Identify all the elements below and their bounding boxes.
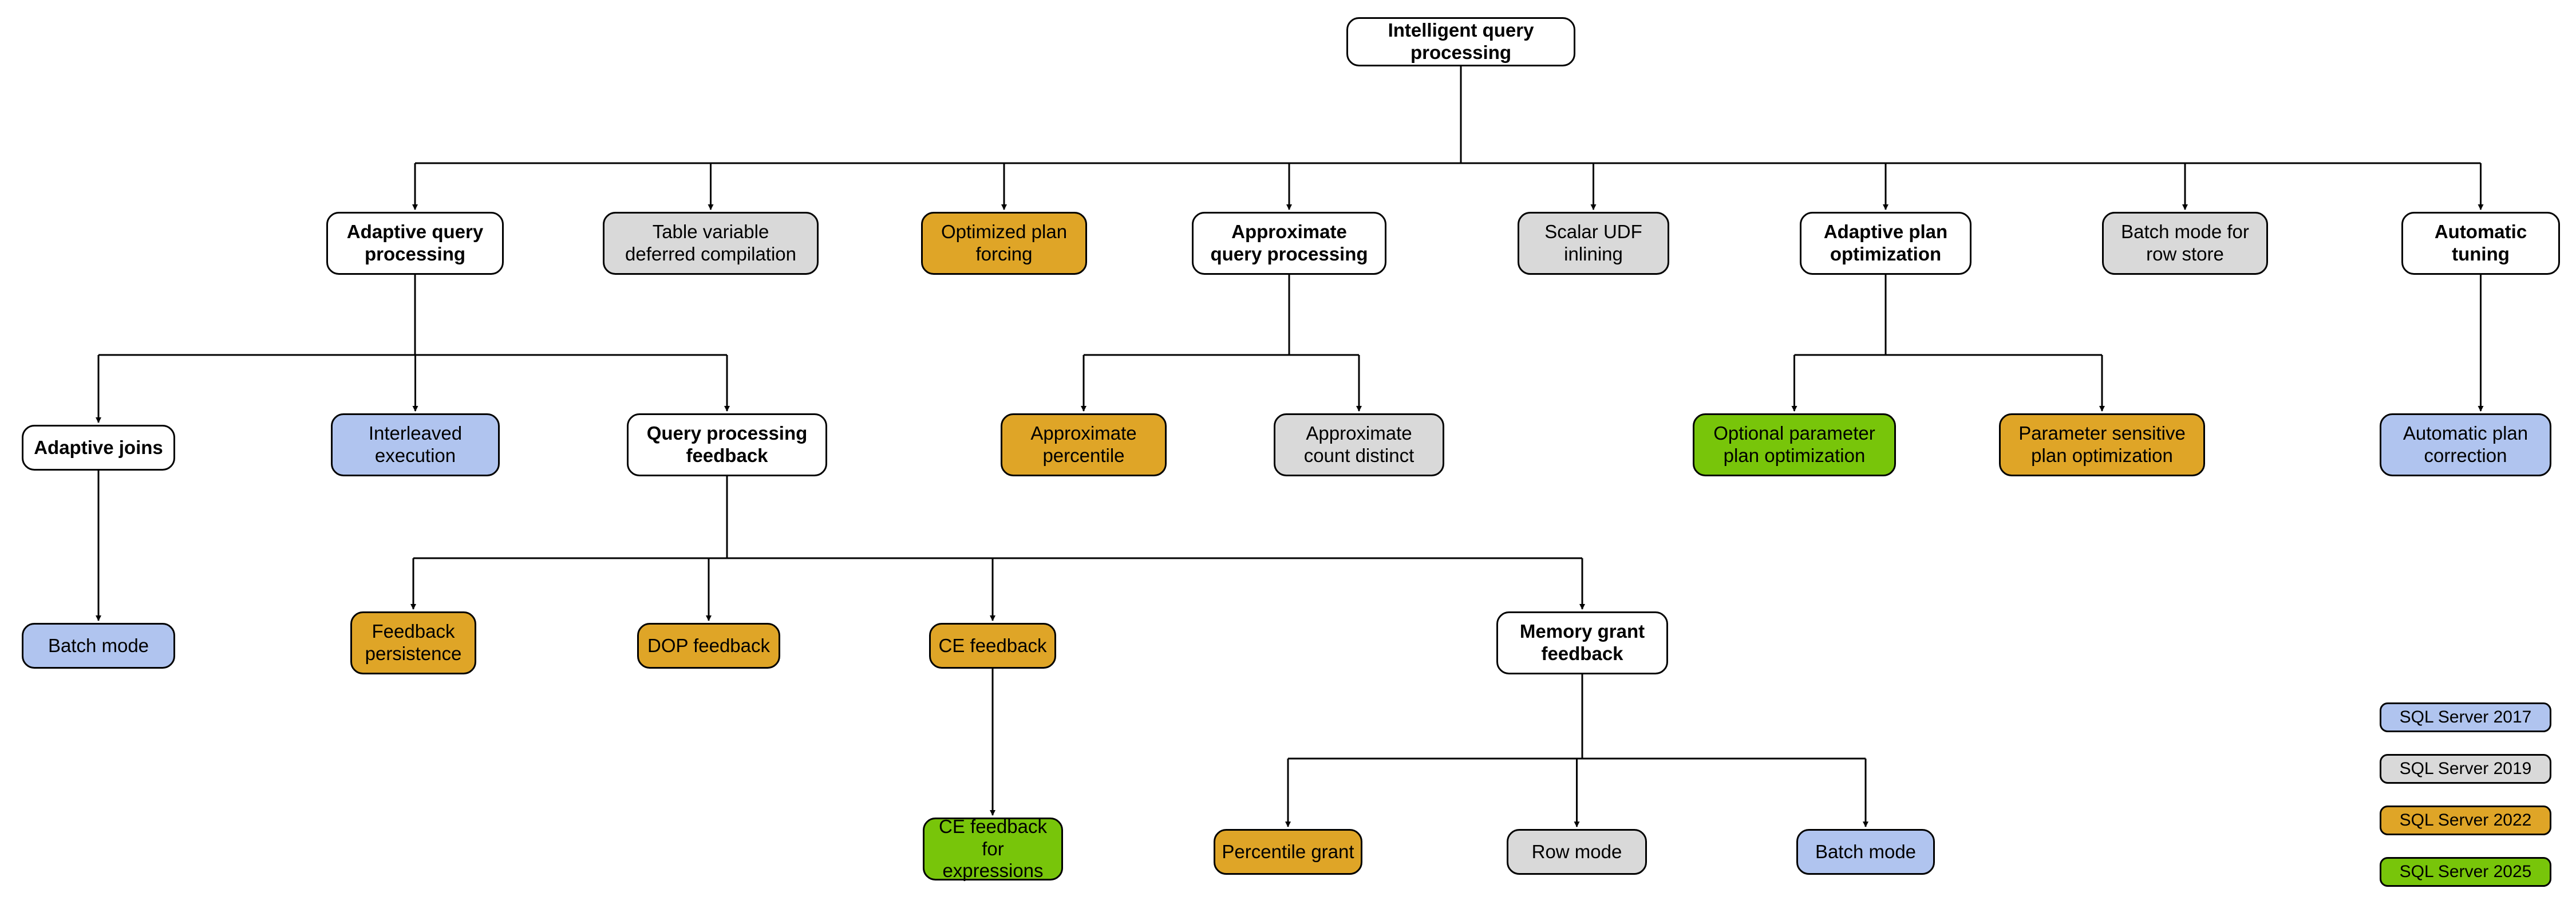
- node-ilexec[interactable]: Interleaved execution: [331, 413, 500, 476]
- node-sudf[interactable]: Scalar UDF inlining: [1518, 212, 1669, 275]
- legend-item-sql-server-2025: SQL Server 2025: [2380, 857, 2551, 887]
- node-apq[interactable]: Approximate query processing: [1192, 212, 1386, 275]
- node-tvdc[interactable]: Table variable deferred compilation: [603, 212, 819, 275]
- legend-item-sql-server-2022: SQL Server 2022: [2380, 806, 2551, 835]
- node-autotune[interactable]: Automatic tuning: [2401, 212, 2560, 275]
- node-bmode2[interactable]: Batch mode: [1796, 829, 1935, 875]
- node-aqp[interactable]: Adaptive query processing: [326, 212, 504, 275]
- node-apc[interactable]: Automatic plan correction: [2380, 413, 2551, 476]
- node-pspo[interactable]: Parameter sensitive plan optimization: [1999, 413, 2205, 476]
- node-oppo[interactable]: Optional parameter plan optimization: [1693, 413, 1896, 476]
- node-qpf[interactable]: Query processing feedback: [627, 413, 827, 476]
- node-dopfb[interactable]: DOP feedback: [637, 623, 780, 669]
- node-cefb[interactable]: CE feedback: [929, 623, 1056, 669]
- node-pctgrant[interactable]: Percentile grant: [1214, 829, 1362, 875]
- node-opf[interactable]: Optimized plan forcing: [921, 212, 1087, 275]
- node-approxpct[interactable]: Approximate percentile: [1001, 413, 1167, 476]
- node-rowmode[interactable]: Row mode: [1507, 829, 1647, 875]
- legend-item-sql-server-2017: SQL Server 2017: [2380, 702, 2551, 732]
- node-apo[interactable]: Adaptive plan optimization: [1800, 212, 1971, 275]
- node-approxcd[interactable]: Approximate count distinct: [1274, 413, 1444, 476]
- node-root[interactable]: Intelligent query processing: [1346, 17, 1575, 66]
- node-mgfb[interactable]: Memory grant feedback: [1496, 611, 1668, 674]
- node-bmode1[interactable]: Batch mode: [22, 623, 175, 669]
- node-cefbexpr[interactable]: CE feedback for expressions: [923, 816, 1063, 881]
- legend-item-sql-server-2019: SQL Server 2019: [2380, 754, 2551, 784]
- node-bmrs[interactable]: Batch mode for row store: [2102, 212, 2268, 275]
- node-ajoins[interactable]: Adaptive joins: [22, 425, 175, 471]
- node-fbpersist[interactable]: Feedback persistence: [350, 611, 476, 674]
